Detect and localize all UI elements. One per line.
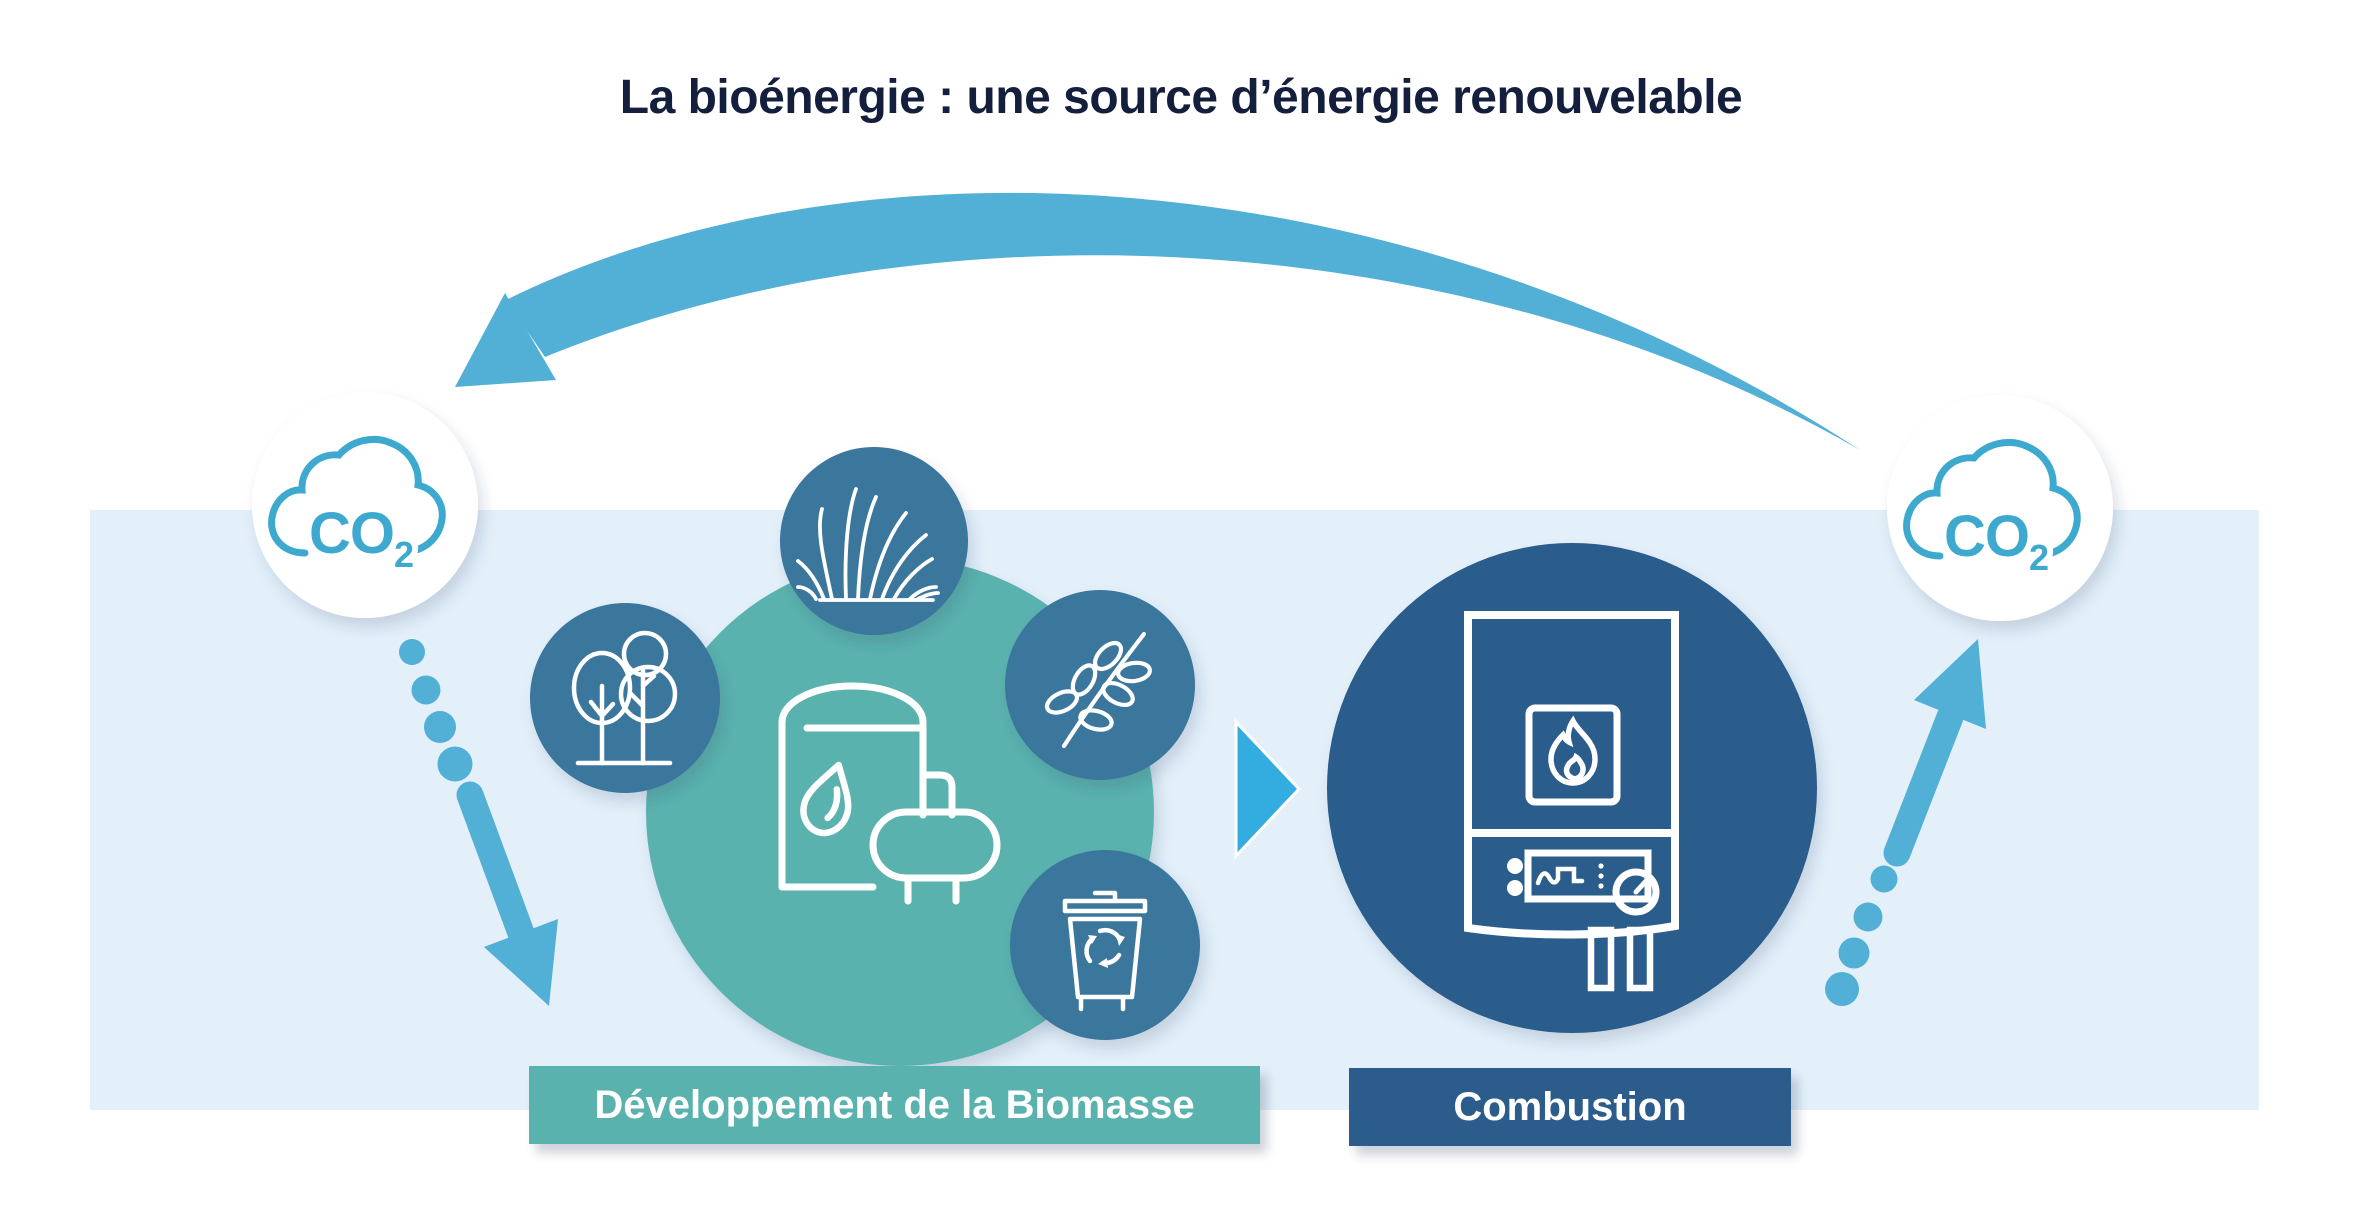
- co2-absorption-arrow: [399, 639, 558, 1006]
- co2-release-arrow: [1825, 639, 1986, 1006]
- biomass-stage-label-text: Développement de la Biomasse: [594, 1082, 1195, 1127]
- recycle-bin-circle: [1010, 850, 1200, 1040]
- recycle-bin-icon: [1062, 890, 1148, 1012]
- co2-cloud-icon: [268, 436, 446, 557]
- biomass-stage-label: Développement de la Biomasse: [529, 1066, 1260, 1144]
- recycle-bin-node: [1010, 850, 1200, 1040]
- absorption-arrowhead: [484, 919, 558, 1006]
- background-band: [90, 510, 2259, 1110]
- gauge-icon: [1612, 868, 1660, 916]
- co2-cloud-icon: [1903, 439, 2081, 560]
- grass-icon: [796, 487, 940, 602]
- co2-badge-left: CO2: [252, 392, 478, 618]
- leaf-branch-circle: [1005, 590, 1195, 780]
- play-arrow: [1234, 718, 1302, 860]
- drop-icon: [800, 761, 852, 837]
- grass-circle: [780, 447, 968, 635]
- co2-text-right: CO2: [1944, 504, 2048, 578]
- biomass-digester-icon: [778, 682, 1001, 905]
- combustion-stage-label-text: Combustion: [1453, 1084, 1687, 1129]
- cycle-return-arrow: [455, 192, 1860, 450]
- combustion-circle: [1327, 543, 1817, 1033]
- trees-node: [530, 603, 720, 793]
- trees-circle: [530, 603, 720, 793]
- boiler-icon: [1464, 611, 1679, 992]
- co2-circle-left: [252, 392, 478, 618]
- release-arrowhead: [1914, 639, 1986, 729]
- grass-node: [780, 447, 968, 635]
- combustion-node: [1327, 543, 1817, 1033]
- cycle-return-arrowhead: [455, 293, 556, 387]
- trees-icon: [571, 630, 678, 766]
- co2-badge-right: CO2: [1887, 395, 2113, 621]
- combustion-stage-label: Combustion: [1349, 1068, 1791, 1146]
- flame-icon: [1548, 715, 1598, 786]
- leaf-branch-node: [1005, 590, 1195, 780]
- page-title: La bioénergie : une source d’énergie ren…: [619, 71, 1743, 124]
- co2-circle-right: [1887, 395, 2113, 621]
